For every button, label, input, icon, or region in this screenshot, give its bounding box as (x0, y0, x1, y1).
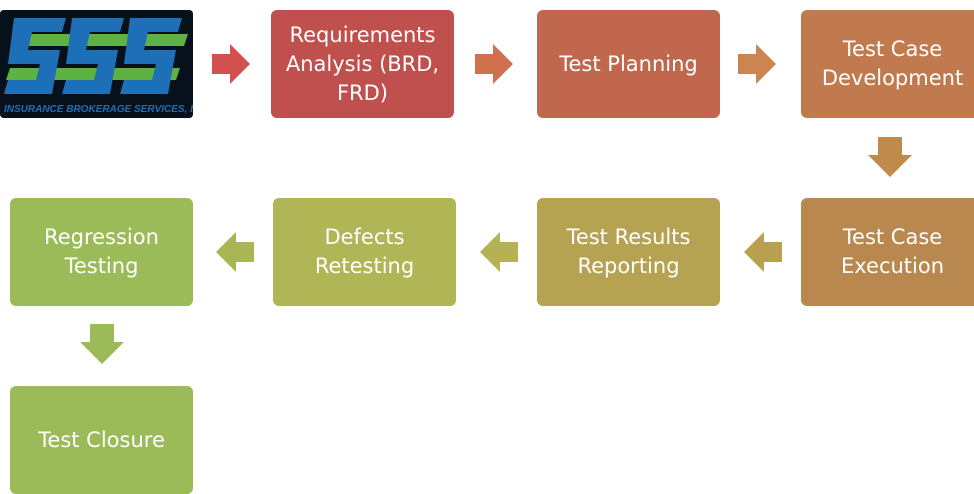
sss-logo-mark: INSURANCE BROKERAGE SERVICES, INC. (0, 10, 193, 118)
step-label: Requirements Analysis (BRD, FRD) (285, 22, 440, 105)
logo-tagline: INSURANCE BROKERAGE SERVICES, INC. (4, 104, 193, 115)
step-label: Test Case Execution (840, 225, 945, 278)
arrow-left-icon (744, 232, 782, 272)
step-test-case-development: Test Case Development (801, 10, 974, 118)
step-defects-retesting: Defects Retesting (273, 198, 456, 306)
step-test-closure: Test Closure (10, 386, 193, 494)
step-regression-testing: Regression Testing (10, 198, 193, 306)
step-label: Test Case Development (821, 37, 964, 90)
arrow-left-icon (480, 232, 518, 272)
step-test-planning: Test Planning (537, 10, 720, 118)
arrow-down-icon (80, 324, 124, 364)
arrow-left-icon (216, 232, 254, 272)
arrow-down-icon (868, 137, 912, 177)
arrow-right-icon (475, 44, 513, 84)
step-test-results-reporting: Test Results Reporting (537, 198, 720, 306)
step-label: Test Results Reporting (566, 225, 691, 278)
step-test-case-execution: Test Case Execution (801, 198, 974, 306)
step-label: Test Planning (559, 51, 698, 76)
step-label: Defects Retesting (314, 225, 415, 278)
arrow-right-icon (212, 44, 250, 84)
step-requirements-analysis: Requirements Analysis (BRD, FRD) (271, 10, 454, 118)
step-label: Test Closure (38, 427, 165, 452)
company-logo: INSURANCE BROKERAGE SERVICES, INC. (0, 10, 193, 118)
arrow-right-icon (738, 44, 776, 84)
step-label: Regression Testing (44, 225, 159, 278)
